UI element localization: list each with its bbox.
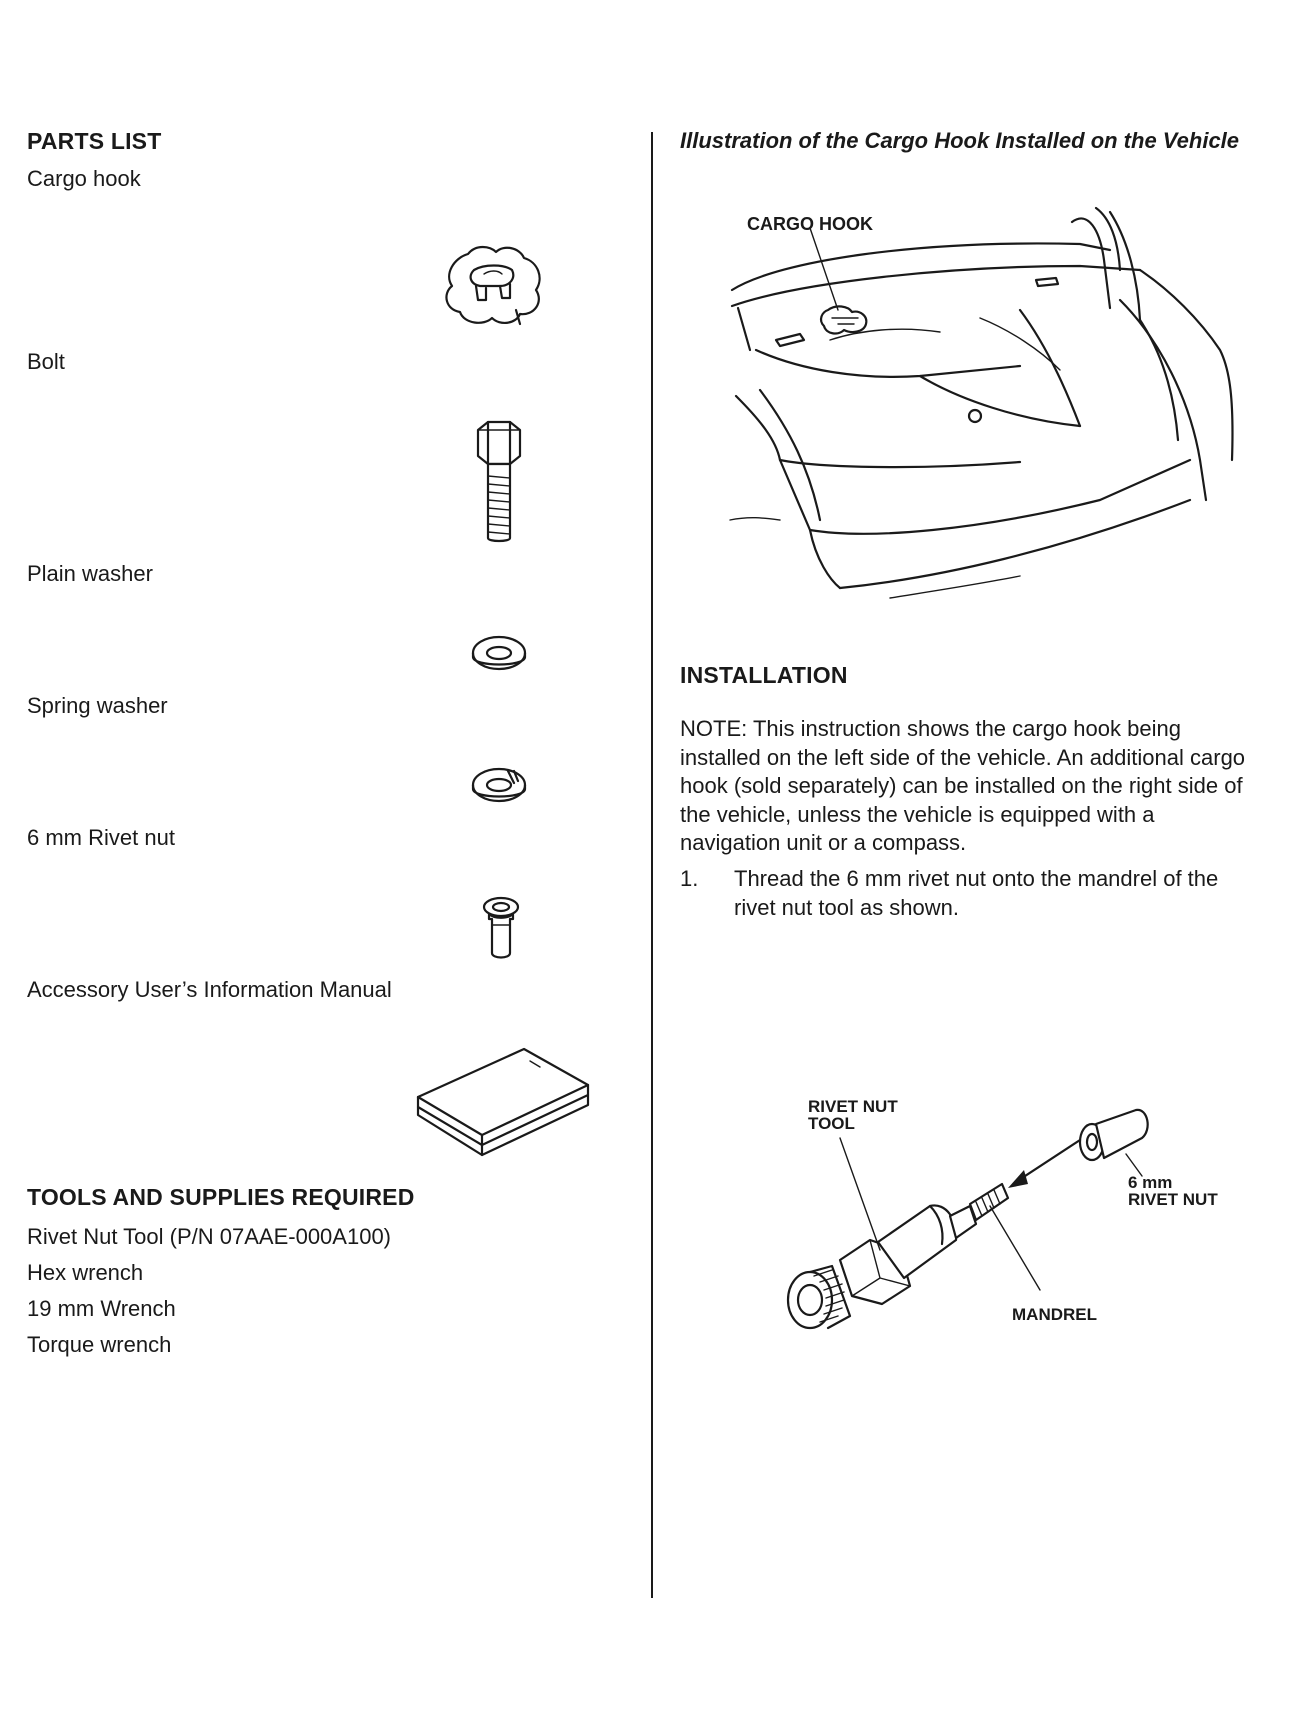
note-line: navigation unit or a compass. [680, 830, 967, 855]
column-divider [651, 132, 653, 1598]
bolt-icon [476, 420, 522, 543]
rivet-nut-icon [482, 896, 520, 959]
cargo-hook-callout: CARGO HOOK [747, 214, 873, 234]
part-label-bolt: Bolt [27, 349, 65, 374]
part-label-spring-washer: Spring washer [27, 693, 168, 718]
rivet-nut-tool-diagram [786, 1108, 1149, 1330]
illustration-title: Illustration of the Cargo Hook Installed… [680, 128, 1240, 153]
note-line: installed on the left side of the vehicl… [680, 744, 1246, 770]
tool-item-hex-wrench: Hex wrench [27, 1260, 144, 1285]
manual-icon [416, 1047, 590, 1157]
rivet-nut-tool-label: RIVET NUT TOOL [808, 1097, 898, 1133]
plain-washer-icon [471, 635, 527, 671]
parts-list-heading: PARTS LIST [27, 128, 162, 154]
step-text: Thread the 6 mm rivet nut onto the mandr… [734, 865, 1274, 922]
part-label-rivet-nut: 6 mm Rivet nut [27, 825, 175, 850]
tools-heading: TOOLS AND SUPPLIES REQUIRED [27, 1184, 415, 1210]
mandrel-label: MANDREL [1012, 1305, 1097, 1324]
part-label-manual: Accessory User’s Information Manual [27, 977, 392, 1002]
note-line: hook (sold separately) can be installed … [680, 773, 1243, 798]
installation-note: NOTE: This instruction shows the cargo h… [680, 715, 1280, 858]
step-line: rivet nut tool as shown. [734, 894, 960, 920]
part-label-plain-washer: Plain washer [27, 561, 153, 586]
note-line: NOTE: This instruction shows the cargo h… [680, 716, 1181, 741]
tool-item-rivet-nut-tool: Rivet Nut Tool (P/N 07AAE-000A100) [27, 1224, 391, 1249]
trunk-illustration [729, 206, 1234, 599]
tool-item-19mm-wrench: 19 mm Wrench [27, 1296, 176, 1321]
installation-heading: INSTALLATION [680, 662, 848, 688]
step-number: 1. [680, 866, 699, 891]
tool-item-torque-wrench: Torque wrench [27, 1332, 172, 1357]
cargo-hook-icon [445, 245, 541, 326]
note-line: the vehicle, unless the vehicle is equip… [680, 801, 1155, 827]
step-line: Thread the 6 mm rivet nut onto the mandr… [734, 866, 1219, 891]
rivet-nut-label: 6 mm RIVET NUT [1128, 1173, 1218, 1209]
spring-washer-icon [471, 767, 527, 803]
part-label-cargo-hook: Cargo hook [27, 166, 141, 191]
